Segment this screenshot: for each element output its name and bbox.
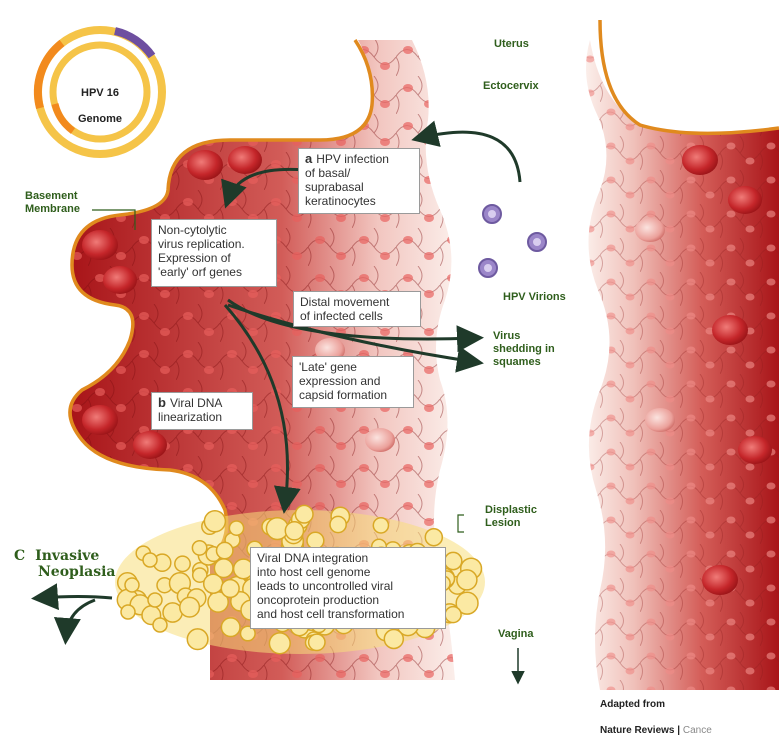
- lesion-cell: [295, 505, 313, 523]
- replication-box: Non-cytolytic virus replication. Express…: [151, 219, 277, 287]
- genome-title: HPV 16 Genome: [72, 74, 128, 139]
- uterus-label: Uterus: [494, 38, 529, 51]
- lesion-cell: [373, 518, 388, 533]
- lesion-cell: [180, 597, 200, 617]
- lesion-cell: [221, 580, 239, 598]
- lesion-cell: [192, 541, 206, 555]
- lesion-cell: [384, 630, 403, 649]
- step-b-letter: b: [158, 395, 166, 410]
- lesion-cell: [457, 570, 477, 590]
- hpv-virions: [479, 205, 546, 277]
- credit-line2: Nature Reviews | Cance: [600, 724, 712, 737]
- lesion-cell: [269, 633, 290, 654]
- lesion-cell: [204, 511, 225, 532]
- integration-box: Viral DNA integration into host cell gen…: [250, 547, 446, 629]
- lesion-cell: [214, 559, 233, 578]
- lesion-cell: [425, 529, 442, 546]
- hpv-virions-label: HPV Virions: [503, 291, 566, 304]
- right-cell-texture: [586, 40, 779, 690]
- lesion-cell: [175, 556, 190, 571]
- lesion-cell: [309, 634, 325, 650]
- ectocervix-label: Ectocervix: [483, 80, 539, 93]
- late-gene-box: 'Late' gene expression and capsid format…: [292, 356, 414, 408]
- virus-shedding-label: Virus shedding in squames: [493, 330, 555, 369]
- credit-separator: |: [674, 725, 682, 736]
- dysplastic-lesion-label: Displastic Lesion: [485, 504, 537, 530]
- step-a-letter: a: [305, 151, 312, 166]
- credit-journal: Nature Reviews: [600, 725, 674, 736]
- lesion-cell: [221, 618, 240, 637]
- invading-cell: [121, 605, 135, 619]
- step-a-text: HPV infection of basal/ suprabasal kerat…: [305, 152, 389, 208]
- invasive-neoplasia-label: C Invasive Neoplasia: [14, 548, 116, 580]
- genome-title-line1: HPV 16: [72, 87, 128, 100]
- hpv-infection-diagram: HPV 16 Genome Uterus Ectocervix Basement…: [0, 0, 779, 713]
- invasive-text-line1: Invasive: [35, 548, 99, 564]
- invading-cell: [143, 553, 157, 567]
- credit-section: Cance: [683, 725, 712, 736]
- lesion-cell: [445, 552, 462, 569]
- invading-cell: [125, 578, 139, 592]
- lesion-cell: [285, 522, 303, 540]
- lesion-cell: [217, 542, 233, 558]
- invading-cell: [153, 618, 167, 632]
- lesion-leader: [458, 515, 464, 532]
- lesion-cell: [330, 516, 346, 532]
- invasive-step-letter: C: [14, 548, 25, 564]
- basement-membrane-label: Basement Membrane: [25, 190, 80, 216]
- credit: Adapted from Nature Reviews | Cance: [600, 685, 712, 750]
- distal-movement-box: Distal movement of infected cells: [293, 291, 421, 327]
- invading-cell: [148, 593, 162, 607]
- credit-line1: Adapted from: [600, 698, 712, 711]
- lesion-cell: [229, 521, 243, 535]
- lesion-cell: [187, 629, 208, 650]
- vagina-label: Vagina: [498, 628, 533, 641]
- step-b-text: Viral DNA linearization: [158, 396, 222, 424]
- right-membrane-line: [600, 20, 779, 133]
- genome-title-line2: Genome: [72, 113, 128, 126]
- invasive-text-line2: Neoplasia: [38, 564, 116, 580]
- lesion-cell: [445, 607, 461, 623]
